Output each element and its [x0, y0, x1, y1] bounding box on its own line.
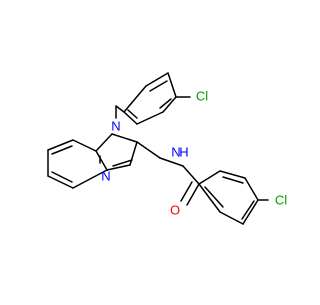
- atom-cl-right: Cl: [275, 193, 287, 208]
- structure-svg: Cl N N N H O Cl: [47, 72, 287, 225]
- molecule-drawing: Cl N N N H O Cl: [47, 72, 287, 225]
- atom-n1: N: [111, 119, 120, 134]
- atom-o: O: [170, 203, 180, 218]
- atom-labels: Cl N N N H O Cl: [101, 89, 287, 218]
- atom-n3: N: [101, 169, 110, 184]
- bond-lines: [47, 72, 269, 225]
- atom-h-amide: H: [179, 145, 188, 160]
- atom-cl-top: Cl: [196, 89, 208, 104]
- atom-nh: N: [171, 145, 180, 160]
